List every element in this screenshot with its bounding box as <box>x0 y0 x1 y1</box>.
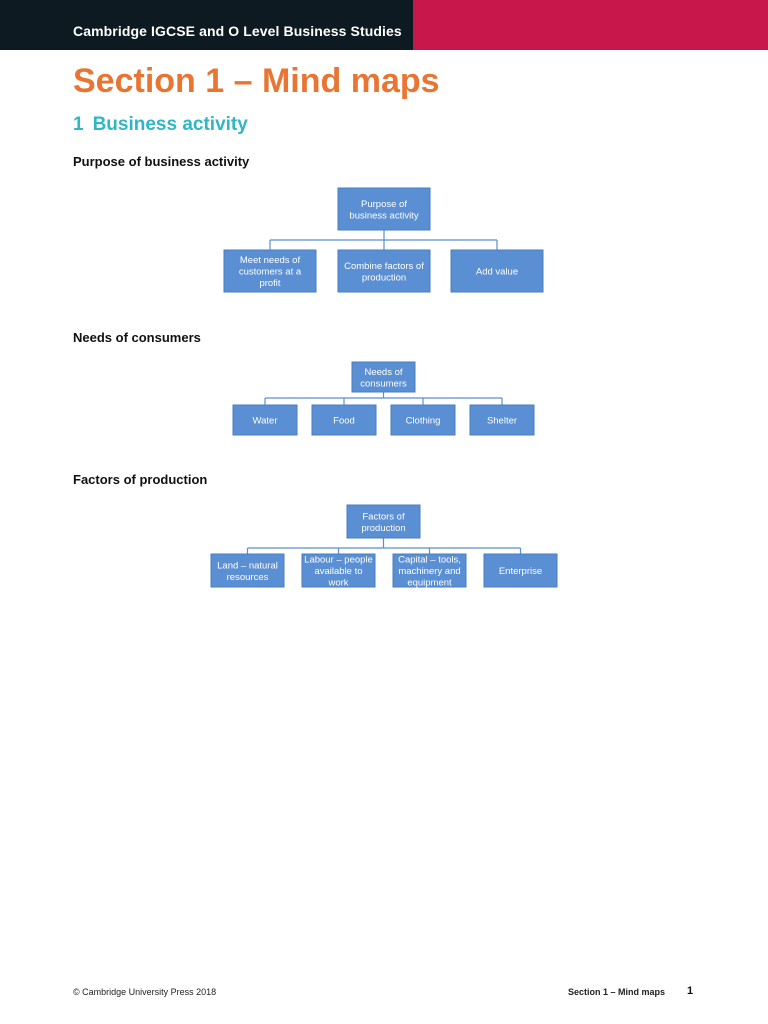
subsection-number: 1 <box>73 114 84 135</box>
child-node-meet-needs-of-box <box>223 249 317 293</box>
root-node-factors-of-production-box <box>346 504 421 539</box>
child-node-labour-people-label-line: work <box>327 578 348 589</box>
child-node-water-box <box>232 404 298 436</box>
footer-copyright: © Cambridge University Press 2018 <box>73 987 217 997</box>
child-node-meet-needs-of-label-line: customers at a <box>239 267 302 278</box>
child-node-enterprise-label-line: Enterprise <box>499 566 542 577</box>
map-heading-needs: Needs of consumers <box>73 330 201 345</box>
header-title: Cambridge IGCSE and O Level Business Stu… <box>73 23 402 39</box>
child-node-labour-people-box <box>301 553 376 588</box>
root-node-needs-of-consumers-label-line: consumers <box>360 378 407 389</box>
root-node-needs-of-consumers-box <box>351 361 416 393</box>
root-node-needs-of-consumers-label-line: Needs of <box>364 367 402 378</box>
child-node-labour-people-label-line: available to <box>314 566 362 577</box>
child-node-land-natural-box <box>210 553 285 588</box>
child-node-food-label-line: Food <box>333 416 355 427</box>
child-node-combine-factors-of-box <box>337 249 431 293</box>
child-node-add-value: Add value <box>450 249 544 293</box>
child-node-add-value-box <box>450 249 544 293</box>
child-node-clothing: Clothing <box>390 404 456 436</box>
child-node-combine-factors-of-label-line: production <box>362 272 406 283</box>
child-node-food-box <box>311 404 377 436</box>
child-node-enterprise: Enterprise <box>483 553 558 588</box>
child-node-land-natural-label-line: Land – natural <box>217 560 278 571</box>
map-heading-factors: Factors of production <box>73 472 208 487</box>
root-node-purpose-of-business-activity-box <box>337 187 431 231</box>
subsection-name: Business activity <box>92 114 248 135</box>
root-node-factors-of-production-label-line: production <box>361 523 405 534</box>
map-heading-purpose: Purpose of business activity <box>73 154 250 169</box>
child-node-add-value-label-line: Add value <box>476 267 518 278</box>
child-node-capital-tools-label-line: equipment <box>407 578 452 589</box>
child-node-capital-tools-label-line: machinery and <box>398 566 460 577</box>
footer-section-label: Section 1 – Mind maps <box>568 987 666 997</box>
child-node-capital-tools-box <box>392 553 467 588</box>
child-node-land-natural-label-line: resources <box>227 572 269 583</box>
child-node-capital-tools-label-line: Capital – tools, <box>398 555 461 566</box>
child-node-combine-factors-of-label-line: Combine factors of <box>344 261 424 272</box>
header-bar <box>0 0 413 50</box>
root-node-purpose-of-business-activity-label-line: business activity <box>349 210 418 221</box>
root-node-purpose-of-business-activity-label-line: Purpose of <box>361 199 407 210</box>
root-node-factors-of-production-label-line: Factors of <box>362 511 405 522</box>
child-node-labour-people-label-line: Labour – people <box>304 555 373 566</box>
child-node-shelter: Shelter <box>469 404 535 436</box>
child-node-meet-needs-of-label-line: profit <box>259 278 280 289</box>
subsection-title: 1 Business activity <box>73 114 248 136</box>
child-node-shelter-box <box>469 404 535 436</box>
header-accent-bar <box>413 0 768 50</box>
child-node-clothing-label-line: Clothing <box>406 416 441 427</box>
section-title: Section 1 – Mind maps <box>73 62 440 100</box>
child-node-clothing-box <box>390 404 456 436</box>
child-node-water: Water <box>232 404 298 436</box>
child-node-food: Food <box>311 404 377 436</box>
child-node-shelter-label-line: Shelter <box>487 416 517 427</box>
child-node-enterprise-box <box>483 553 558 588</box>
child-node-meet-needs-of-label-line: Meet needs of <box>240 255 301 266</box>
child-node-water-label-line: Water <box>253 416 278 427</box>
page-number: 1 <box>687 985 694 997</box>
